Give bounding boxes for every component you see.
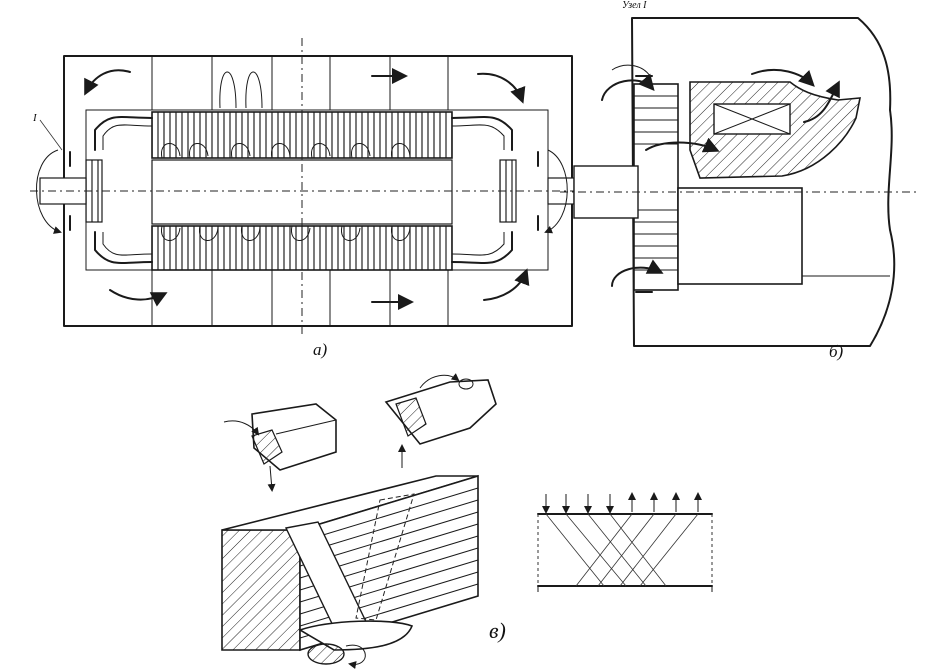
duct-flow-schematic	[537, 492, 713, 592]
label-drawing-a: а)	[313, 340, 328, 359]
label-drawing-v: в)	[489, 618, 506, 643]
fan-blade-lines	[634, 95, 678, 271]
drawing-a-machine-section	[30, 38, 580, 336]
label-detail-unit: Узел I	[622, 0, 647, 11]
label-callout-one: I	[33, 112, 37, 124]
drawing-v-core-stack	[221, 373, 497, 670]
label-drawing-b: б)	[829, 342, 844, 361]
drawing-b-detail-unit	[560, 17, 920, 347]
